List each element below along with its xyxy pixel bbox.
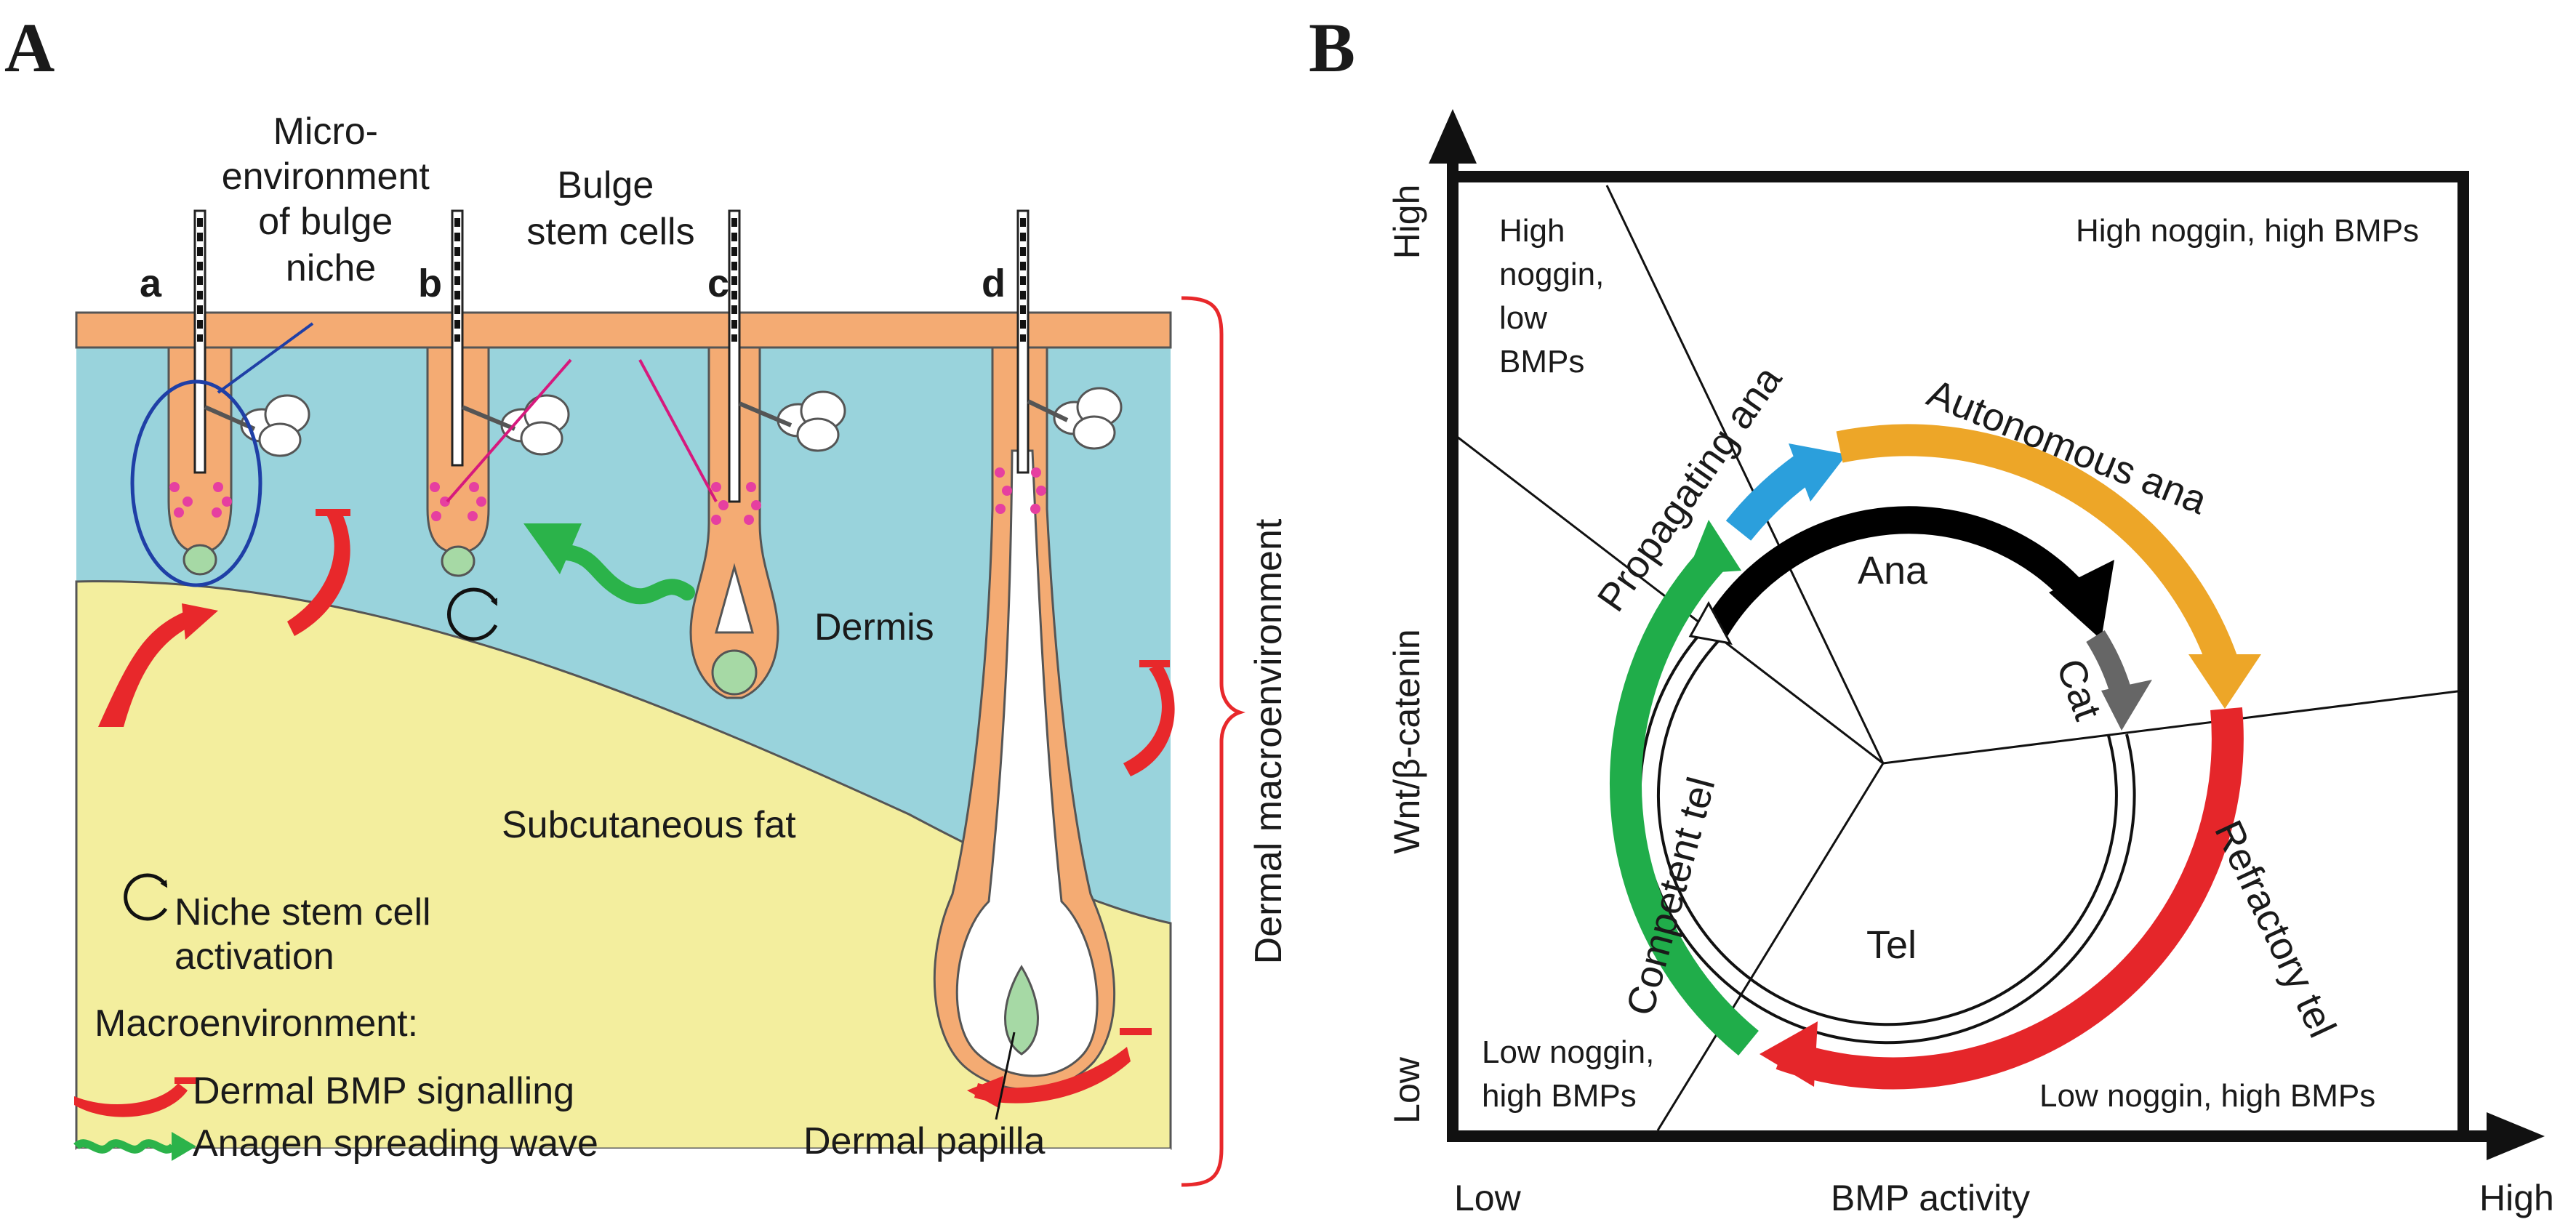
y-axis-high: High xyxy=(1387,185,1427,260)
x-axis-low: Low xyxy=(1454,1178,1522,1218)
panel-a-letter: A xyxy=(4,9,55,87)
competent-arc xyxy=(1610,549,1759,1056)
bulge-pointer-b xyxy=(446,358,572,503)
y-axis-label: Wnt/β-catenin xyxy=(1387,629,1427,853)
phase-label-tel: Tel xyxy=(1866,923,1917,967)
x-axis-label: BMP activity xyxy=(1831,1178,2030,1218)
panel-b: B xyxy=(1309,9,2554,1218)
legend: Niche stem cell activation Macroenvironm… xyxy=(73,873,598,1165)
bulge-stem-cells-label: Bulge stem cells xyxy=(526,164,694,253)
x-axis-arrowhead xyxy=(2487,1112,2545,1160)
refractory-arc xyxy=(1775,707,2244,1090)
corner-label-bottom-left: Low noggin, high BMPs xyxy=(1482,1034,1664,1114)
follicle-b xyxy=(426,209,570,577)
bulge-niche-circle xyxy=(130,379,262,587)
follicle-d xyxy=(933,209,1123,1091)
legend-bmp-icon xyxy=(74,1083,188,1117)
niche-activation-icon xyxy=(446,587,498,641)
papilla-pointer-line xyxy=(995,1032,1016,1120)
follicle-label-d: d xyxy=(982,262,1006,305)
corner-label-bottom-right: Low noggin, high BMPs xyxy=(2039,1078,2375,1114)
follicle-c xyxy=(689,209,846,699)
ana-arc xyxy=(1701,506,2092,640)
legend-wave-icon xyxy=(73,1139,177,1154)
follicle-label-a: a xyxy=(140,262,162,305)
legend-activation-icon xyxy=(124,873,168,921)
epidermis-band xyxy=(75,311,1172,349)
legend-wave-label: Anagen spreading wave xyxy=(193,1122,598,1165)
dermal-papilla-b xyxy=(441,545,476,577)
autonomous-arc xyxy=(1836,424,2240,674)
anagen-wave-arrow xyxy=(559,544,695,605)
legend-bmp-label: Dermal BMP signalling xyxy=(193,1070,574,1112)
propagating-arc xyxy=(1725,451,1818,541)
follicle-a xyxy=(167,209,310,576)
bulge-pointer-c xyxy=(638,359,718,502)
dermal-macroenvironment-label: Dermal macroenvironment xyxy=(1248,518,1290,964)
outer-cycle xyxy=(1610,424,2261,1090)
subcutaneous-fat-region xyxy=(75,580,1172,1150)
follicle-label-c: c xyxy=(707,262,729,305)
corner-label-top-left: High noggin, low BMPs xyxy=(1499,213,1613,379)
subcutaneous-fat-label: Subcutaneous fat xyxy=(502,804,796,846)
microenvironment-label: Micro- environment of bulge niche xyxy=(222,110,441,289)
tel-arc-inner xyxy=(1656,638,2118,1026)
legend-activation-line1: Niche stem cell xyxy=(174,891,431,933)
niche-pointer-line xyxy=(217,322,314,394)
panel-b-letter: B xyxy=(1309,9,1355,87)
dermal-papilla-c xyxy=(711,649,758,696)
legend-macro-title: Macroenvironment: xyxy=(95,1002,418,1045)
x-axis-high: High xyxy=(2479,1178,2554,1218)
dermis-label: Dermis xyxy=(814,606,934,648)
corner-label-top-right: High noggin, high BMPs xyxy=(2076,213,2419,249)
legend-activation-line2: activation xyxy=(174,936,334,978)
dermal-papilla-a xyxy=(182,544,217,576)
phase-label-refractory: Refractory tel xyxy=(2206,814,2344,1044)
follicle-label-b: b xyxy=(418,262,442,305)
y-axis-low: Low xyxy=(1387,1056,1427,1124)
macroenvironment-bracket xyxy=(1181,296,1245,1187)
phase-label-ana: Ana xyxy=(1858,549,1928,592)
bmp-arrows xyxy=(98,509,1175,1109)
dermal-papilla-label: Dermal papilla xyxy=(803,1120,1045,1162)
y-axis-arrowhead xyxy=(1429,109,1477,164)
panel-a: A xyxy=(4,9,1290,1230)
